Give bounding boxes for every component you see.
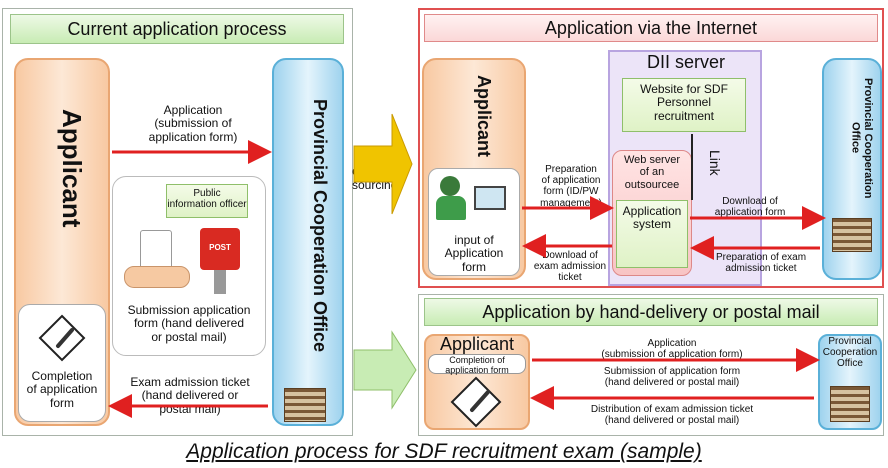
computer-monitor-icon [474, 186, 506, 210]
application-system-box: Application system [616, 200, 688, 268]
postal-completion-box: Completion of application form [428, 354, 526, 375]
internet-panel [418, 8, 884, 288]
postal-office-label: Provincial Cooperation Office [822, 336, 878, 370]
hand-icon [124, 266, 190, 288]
current-process-panel [2, 8, 353, 436]
connection-label: Connection [354, 361, 415, 375]
submission-label: Submission application form (hand delive… [127, 303, 251, 344]
current-arrow-application-label: Application (submission of application f… [148, 103, 238, 144]
current-completion-label: Completion of application form [26, 369, 98, 410]
mailbox-stand [214, 270, 226, 294]
webserver-label: Web server of an outsourcee [623, 154, 681, 191]
postal-arrow1-label: Application (submission of application f… [601, 338, 743, 361]
input-label: input of Application form [444, 233, 504, 274]
postal-header: Application by hand-delivery or postal m… [424, 298, 878, 326]
dii-server-title: DII server [646, 52, 725, 72]
postal-arrow3-label: Distribution of exam admission ticket (h… [590, 404, 754, 427]
current-process-header: Current application process [10, 14, 344, 44]
link-label: Link [707, 150, 723, 176]
current-applicant-label: Applicant [57, 108, 87, 228]
outsourcing-arrow-icon [353, 113, 413, 215]
prep-ticket-label: Preparation of exam admission ticket [715, 252, 807, 275]
internet-office-building-icon [832, 218, 872, 252]
postal-panel [418, 294, 884, 436]
internet-header: Application via the Internet [424, 14, 878, 42]
computer-user-body [436, 196, 466, 220]
mailbox-icon [200, 228, 240, 270]
public-officer-badge: Public information officer [166, 184, 248, 218]
prep-form-label: Preparation of application form (ID/PW m… [540, 164, 602, 209]
mailbox-post-text: POST [209, 243, 231, 252]
figure-caption: Application process for SDF recruitment … [186, 440, 702, 463]
website-box: Website for SDF Personnel recruitment [622, 78, 746, 132]
current-ticket-label: Exam admission ticket (hand delivered or… [130, 375, 250, 416]
internet-office-label: Provincial Cooperation Office [849, 77, 874, 199]
download-form-label: Download of application form [714, 196, 786, 219]
current-office-box [272, 58, 344, 426]
postal-arrow2-label: Submission of application form (hand del… [603, 366, 741, 389]
postal-office-building-icon [830, 386, 870, 422]
computer-user-icon [440, 176, 460, 196]
internet-applicant-label: Applicant [474, 74, 494, 157]
postal-applicant-label: Applicant [439, 334, 515, 354]
current-office-building-icon [284, 388, 326, 422]
outsourcing-label: Out- sourcing [352, 165, 398, 193]
download-ticket-label: Download of exam admission ticket [533, 250, 607, 284]
current-office-label: Provincial Cooperation Office [310, 99, 330, 353]
